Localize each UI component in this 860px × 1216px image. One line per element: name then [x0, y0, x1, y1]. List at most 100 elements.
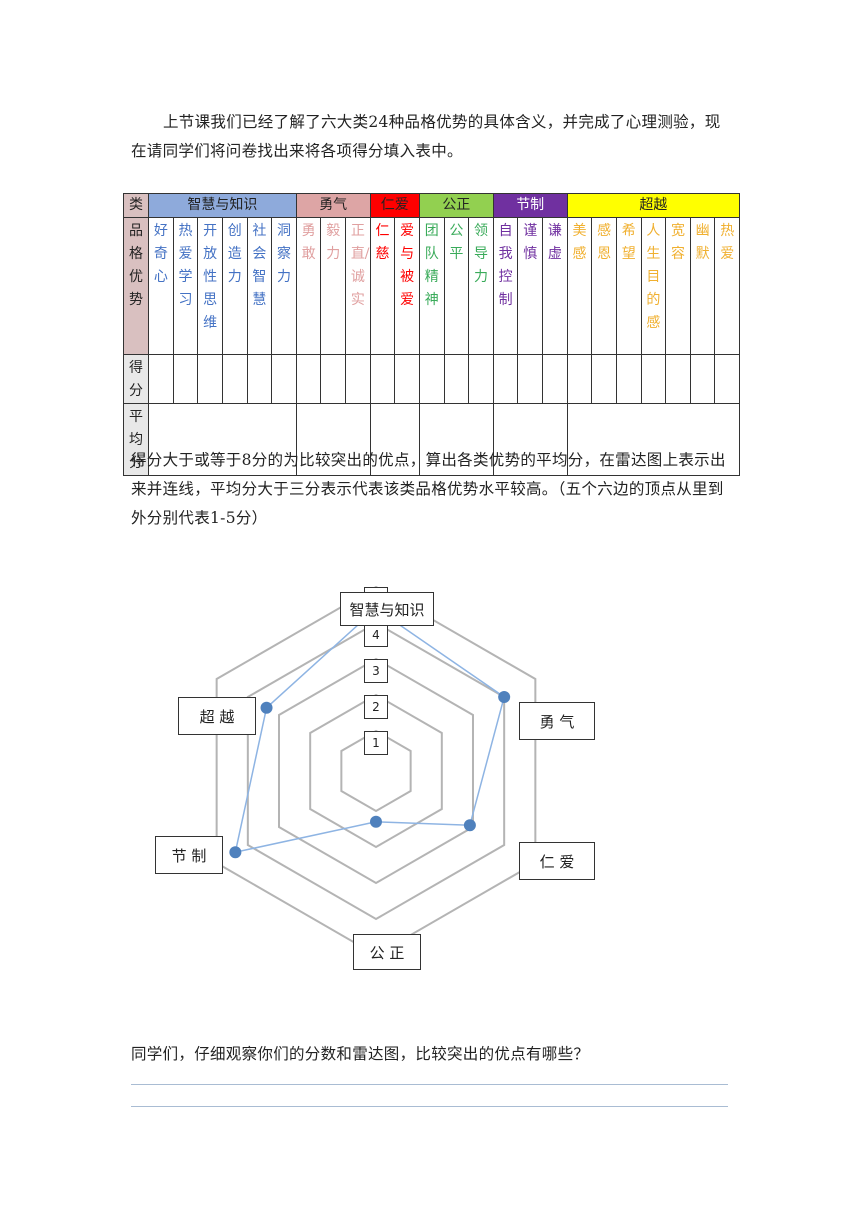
vertical-label: 自我控制	[498, 223, 513, 308]
vertical-label: 感恩	[597, 223, 612, 262]
trait-cell: 希望	[615, 217, 642, 355]
trait-score-table: 类智慧与知识勇气仁爱公正节制超越 品格优势好奇心热爱学习开放性思维创造力社会智慧…	[123, 193, 741, 476]
score-cell[interactable]	[615, 354, 642, 404]
score-cell[interactable]	[665, 354, 691, 404]
radar-axis-label-3: 公 正	[353, 934, 421, 970]
trait-cell: 毅力	[320, 217, 346, 355]
vertical-label: 好奇心	[153, 223, 168, 285]
score-cell[interactable]	[320, 354, 346, 404]
vertical-label: 仁慈	[375, 223, 390, 262]
vertical-label: 公平	[449, 223, 464, 262]
score-cell[interactable]	[566, 354, 593, 404]
trait-cell: 仁慈	[369, 217, 396, 355]
radar-axis-label-0: 智慧与知识	[340, 592, 434, 626]
radar-point-1	[498, 691, 511, 703]
category-header-2: 仁爱	[369, 193, 420, 218]
average-cell-1[interactable]	[295, 403, 371, 476]
score-cell[interactable]	[517, 354, 543, 404]
vertical-label: 人生目的感	[646, 223, 661, 331]
category-header-5: 超越	[566, 193, 741, 218]
trait-cell: 谨慎	[517, 217, 543, 355]
trait-cell: 领导力	[468, 217, 494, 355]
answer-line-1[interactable]	[131, 1084, 728, 1085]
vertical-label: 开放性思维	[203, 223, 218, 331]
vertical-label: 幽默	[695, 223, 710, 262]
score-cell[interactable]	[295, 354, 322, 404]
score-cell[interactable]	[689, 354, 716, 404]
trait-cell: 开放性思维	[197, 217, 223, 355]
intro-paragraph: 上节课我们已经了解了六大类24种品格优势的具体含义，并完成了心理测验，现在请同学…	[131, 113, 721, 160]
average-cell-5[interactable]	[566, 403, 741, 476]
vertical-label: 团队精神	[424, 223, 439, 308]
score-cell[interactable]	[394, 354, 420, 404]
vertical-label: 创造力	[227, 223, 242, 285]
trait-cell: 好奇心	[148, 217, 174, 355]
category-header-label: 类	[123, 193, 149, 218]
trait-row-label: 品格优势	[123, 217, 149, 355]
trait-cell: 谦虚	[542, 217, 568, 355]
vertical-label: 领导力	[473, 223, 488, 285]
category-header-3: 公正	[418, 193, 494, 218]
vertical-label: 热爱学习	[178, 223, 193, 308]
average-cell-2[interactable]	[369, 403, 420, 476]
vertical-label: 得分	[129, 360, 143, 399]
trait-cell: 正直/诚实	[345, 217, 371, 355]
score-cell[interactable]	[148, 354, 174, 404]
trait-cell: 人生目的感	[640, 217, 667, 355]
category-header-1: 勇气	[295, 193, 371, 218]
score-cell[interactable]	[369, 354, 396, 404]
radar-point-3	[370, 815, 382, 828]
vertical-label: 美感	[572, 223, 587, 262]
average-cell-0[interactable]	[148, 403, 297, 476]
score-cell[interactable]	[468, 354, 494, 404]
vertical-label: 品格优势	[129, 223, 143, 308]
score-cell[interactable]	[542, 354, 568, 404]
trait-cell: 美感	[566, 217, 593, 355]
vertical-label: 爱与被爱	[400, 223, 415, 308]
radar-point-4	[229, 846, 242, 859]
trait-cell: 自我控制	[492, 217, 519, 355]
radar-axis-label-5: 超 越	[178, 697, 256, 735]
trait-cell: 洞察力	[271, 217, 297, 355]
vertical-label: 谦虚	[547, 223, 562, 262]
vertical-label: 毅力	[326, 223, 341, 262]
score-cell[interactable]	[443, 354, 470, 404]
score-row-label: 得分	[123, 354, 149, 404]
trait-cell: 幽默	[689, 217, 716, 355]
radar-ring-2	[309, 693, 443, 849]
score-cell[interactable]	[418, 354, 445, 404]
radar-axis-label-4: 节 制	[155, 836, 223, 874]
score-cell[interactable]	[345, 354, 371, 404]
radar-axis-label-1: 勇 气	[519, 702, 595, 740]
score-cell[interactable]	[221, 354, 248, 404]
scale-label-1: 1	[364, 731, 388, 755]
vertical-label: 正直/诚实	[350, 223, 370, 308]
question-paragraph: 同学们，仔细观察你们的分数和雷达图，比较突出的优点有哪些？	[131, 1045, 590, 1063]
score-cell[interactable]	[197, 354, 223, 404]
category-header-4: 节制	[492, 193, 568, 218]
score-cell[interactable]	[271, 354, 297, 404]
trait-cell: 社会智慧	[246, 217, 273, 355]
answer-line-2[interactable]	[131, 1106, 728, 1107]
trait-cell: 爱与被爱	[394, 217, 420, 355]
trait-cell: 创造力	[221, 217, 248, 355]
score-cell[interactable]	[172, 354, 199, 404]
vertical-label: 平均分	[129, 409, 143, 471]
average-cell-3[interactable]	[418, 403, 494, 476]
score-cell[interactable]	[246, 354, 273, 404]
score-cell[interactable]	[591, 354, 617, 404]
average-row-label: 平均分	[123, 403, 149, 476]
vertical-label: 洞察力	[276, 223, 291, 285]
trait-cell: 公平	[443, 217, 470, 355]
score-cell[interactable]	[492, 354, 519, 404]
vertical-label: 社会智慧	[252, 223, 267, 308]
radar-ring-3	[278, 657, 474, 885]
radar-point-2	[463, 819, 476, 832]
score-cell[interactable]	[640, 354, 667, 404]
radar-axis-label-2: 仁 爱	[519, 842, 595, 880]
score-cell[interactable]	[714, 354, 740, 404]
trait-cell: 热爱	[714, 217, 740, 355]
trait-cell: 感恩	[591, 217, 617, 355]
vertical-label: 热爱	[720, 223, 735, 262]
trait-cell: 宽容	[665, 217, 691, 355]
